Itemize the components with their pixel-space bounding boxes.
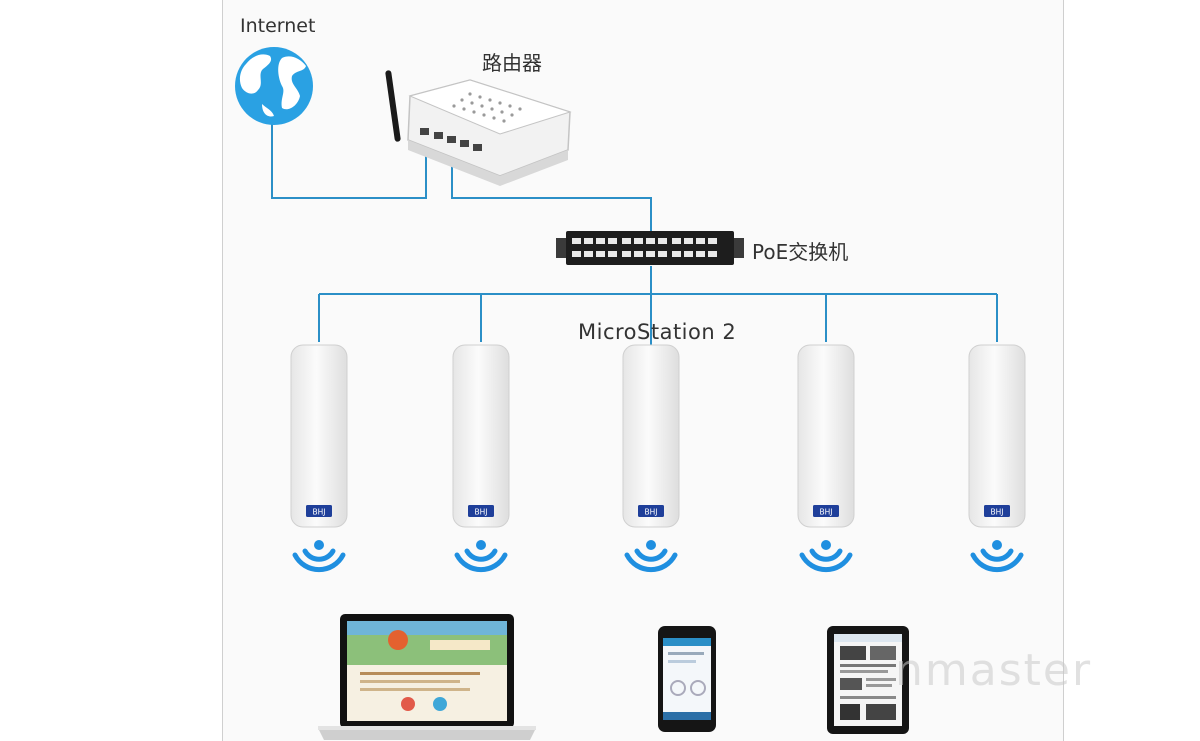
- access-point-icon: [290, 344, 348, 528]
- wifi-signal-icon: [802, 540, 850, 570]
- watermark: nmaster: [895, 645, 1093, 696]
- access-point-1: [290, 344, 348, 528]
- access-point-5: [968, 344, 1026, 528]
- access-point-icon: [622, 344, 680, 528]
- poe-switch-label: PoE交换机: [752, 240, 849, 264]
- access-point-4: [797, 344, 855, 528]
- smartphone-icon: [658, 626, 716, 732]
- laptop-icon: [318, 614, 536, 740]
- wifi-signal-icon: [973, 540, 1021, 570]
- access-point-2: [452, 344, 510, 528]
- tablet-icon: [827, 626, 909, 734]
- access-points-label: MicroStation 2: [578, 320, 737, 344]
- internet-router-link: [271, 118, 427, 199]
- wifi-signal-icon: [457, 540, 505, 570]
- access-point-3: [622, 344, 680, 528]
- globe-icon: [235, 47, 313, 125]
- wifi-signal-icon: [295, 540, 343, 570]
- access-point-icon: [968, 344, 1026, 528]
- wifi-signal-icon: [627, 540, 675, 570]
- access-point-icon: [452, 344, 510, 528]
- internet-label: Internet: [240, 15, 316, 37]
- router-label: 路由器: [482, 51, 542, 75]
- connection-lines: [271, 118, 998, 345]
- access-point-icon: [797, 344, 855, 528]
- poe-switch-icon: [556, 231, 744, 265]
- router-icon: [385, 70, 572, 186]
- router-switch-link: [451, 150, 652, 232]
